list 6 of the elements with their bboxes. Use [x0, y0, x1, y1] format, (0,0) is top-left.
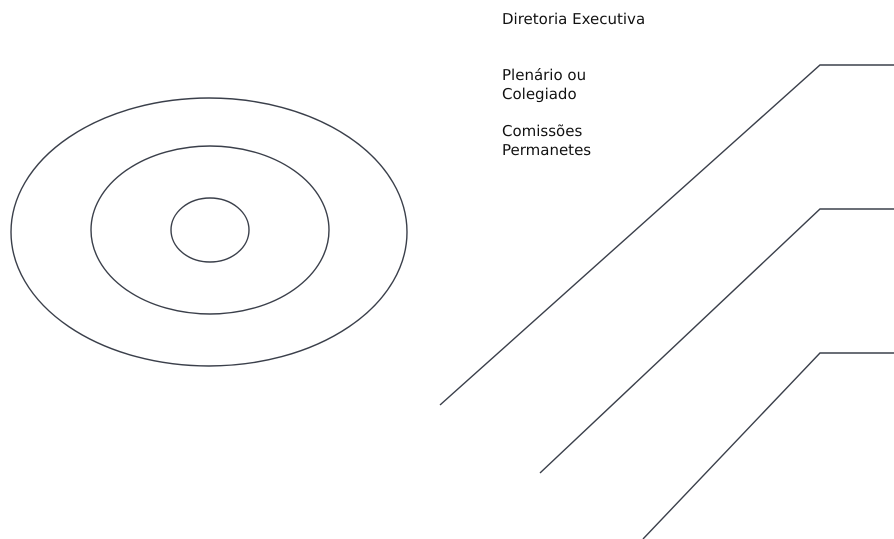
ring — [90, 145, 330, 315]
label-text: Plenário ou Colegiado — [502, 66, 588, 104]
ring — [170, 197, 250, 263]
ring — [10, 97, 408, 367]
label-text: Diretoria Executiva — [502, 10, 646, 29]
label-text: Comissões Permanetes — [502, 122, 592, 160]
